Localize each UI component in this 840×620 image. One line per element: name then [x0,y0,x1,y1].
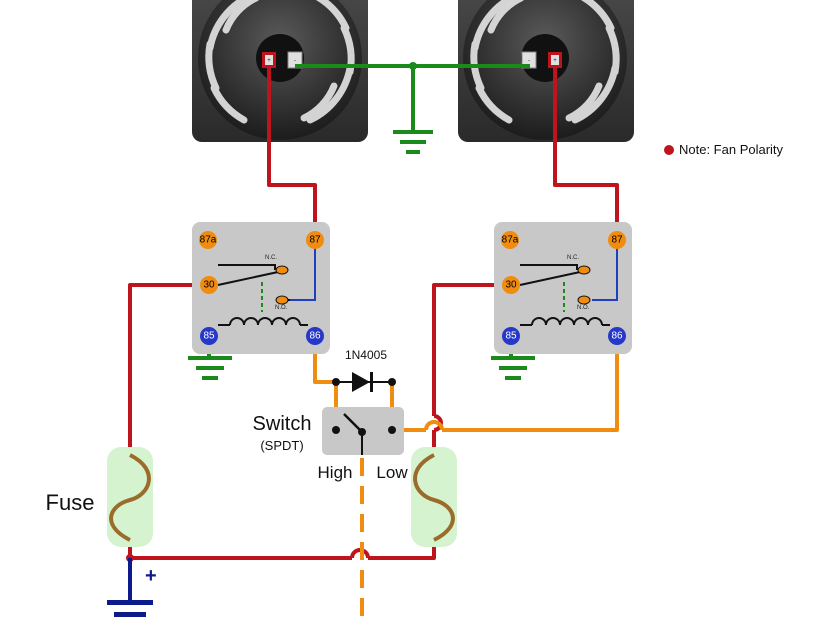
relay-left: N.C. N.O. 87a 87 30 85 86 [192,222,330,354]
relay-right-pin-30: 30 [505,280,517,291]
relay-left-nc: N.C. [265,255,277,261]
switch-type-label: (SPDT) [260,438,303,453]
fan-left: + - [192,0,368,142]
battery-positive-label: + [145,565,157,587]
switch-high-label: High [318,463,353,482]
battery-symbol [107,558,153,617]
relay-left-pin-87: 87 [309,235,321,246]
fan-polarity-dot [664,145,674,155]
relay-right-no: N.O. [577,305,590,311]
switch [322,407,404,455]
fuse-left [107,447,153,547]
fan-right-positive-label: + [553,58,557,64]
relay-left-pin-87a: 87a [200,235,217,246]
relay-left-pin-30: 30 [203,280,215,291]
relay-right-pin-85: 85 [505,331,517,342]
fan-left-negative-label: - [294,58,296,64]
fan-right: - + [458,0,634,142]
ground-symbol-relay-left [188,356,232,380]
switch-label: Switch [253,413,312,435]
relay-right-pin-87a: 87a [502,235,519,246]
diode-label: 1N4005 [345,348,387,362]
diode [332,372,396,392]
relay-right-nc: N.C. [567,255,579,261]
ground-symbol-fans [393,130,433,154]
relay-left-no: N.O. [275,305,288,311]
note-label: Note: Fan Polarity [679,142,784,157]
relay-right: N.C. N.O. 87a 87 30 85 86 [494,222,632,354]
switch-low-label: Low [376,463,408,482]
relay-right-pin-86: 86 [611,331,623,342]
fan-left-positive-label: + [267,58,271,64]
fuse-right [411,447,457,547]
fan-right-negative-label: - [528,58,530,64]
relay-left-pin-86: 86 [309,331,321,342]
fuse-label: Fuse [46,490,95,515]
ground-symbol-relay-right [491,356,535,380]
relay-left-pin-85: 85 [203,331,215,342]
relay-right-pin-87: 87 [611,235,623,246]
